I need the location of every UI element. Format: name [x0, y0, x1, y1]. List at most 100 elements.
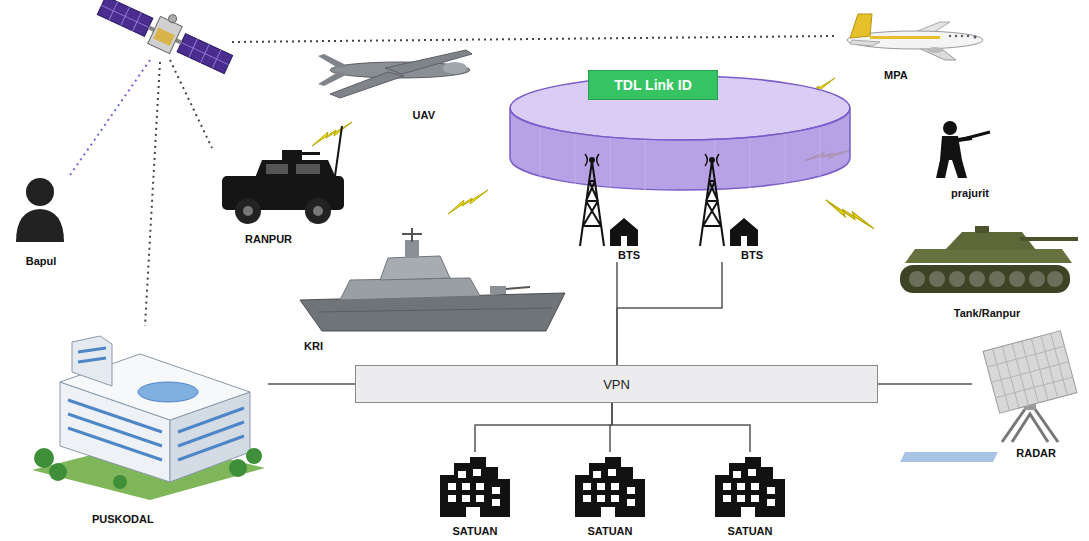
- satellite-link: [232, 36, 838, 42]
- network-connector: [617, 262, 722, 365]
- network-connector: [878, 383, 972, 385]
- satellite: [97, 0, 232, 74]
- uav-drone: [385, 50, 472, 74]
- satellite: [148, 16, 182, 53]
- illustration: [580, 154, 638, 246]
- ship-node: KRI: [298, 225, 570, 353]
- armored-vehicle: [296, 164, 320, 174]
- warship: [340, 278, 480, 300]
- uav-drone: [318, 72, 348, 86]
- soldier-icon: [958, 138, 972, 140]
- bts-node: BTS: [695, 160, 775, 262]
- tank: [909, 271, 925, 287]
- uav-drone: [318, 54, 348, 68]
- mpa-aircraft: [974, 36, 977, 39]
- armored-vehicle: [313, 206, 323, 216]
- unit-node: SATUAN: [710, 452, 790, 538]
- icon-label: SATUAN: [452, 525, 497, 538]
- command-center: [68, 414, 162, 446]
- command-center: [34, 448, 262, 489]
- warship: [490, 286, 506, 294]
- person-icon: [26, 178, 54, 206]
- icon-label: RANPUR: [245, 233, 292, 246]
- mpa-aircraft: [870, 36, 940, 39]
- mpa-aircraft: [967, 35, 969, 37]
- mpa-aircraft: [949, 35, 951, 37]
- tank: [900, 265, 1070, 293]
- armored-vehicle: [255, 160, 336, 178]
- armored-vehicle: [243, 206, 253, 216]
- tank: [969, 271, 985, 287]
- armored-vehicle: [305, 198, 331, 224]
- soldier-icon: [936, 121, 990, 178]
- command-center: [78, 358, 106, 362]
- aircraft-node: MPA: [840, 12, 990, 82]
- command-center: [34, 448, 54, 468]
- satellite-link: [145, 62, 160, 326]
- icon-label: UAV: [413, 109, 435, 122]
- illustration: [715, 457, 785, 517]
- mpa-aircraft: [955, 35, 957, 37]
- unit-node: SATUAN: [570, 452, 650, 538]
- person-icon: [16, 178, 64, 242]
- warship: [300, 293, 565, 331]
- tank: [905, 249, 1072, 263]
- network-connector: [268, 383, 355, 385]
- tank: [929, 271, 945, 287]
- tdl-ring: [510, 108, 850, 190]
- icon-label: prajurit: [951, 187, 989, 200]
- warship: [506, 287, 530, 289]
- command-center: [113, 475, 127, 489]
- command-center: [178, 422, 244, 446]
- warship: [380, 256, 450, 280]
- command-center: [178, 408, 244, 432]
- command-center: [229, 459, 247, 477]
- satellite: [97, 0, 153, 36]
- person-node: Bapul: [8, 172, 74, 268]
- tank: [909, 271, 1063, 287]
- command-center: [78, 348, 106, 352]
- radar-antenna: [983, 331, 1077, 414]
- icon-label: Tank/Ranpur: [954, 307, 1020, 320]
- box-label: TDL Link ID: [614, 77, 692, 93]
- illustration: [440, 457, 510, 517]
- armored-vehicle: [222, 126, 344, 224]
- bts-node: BTS: [572, 160, 652, 262]
- armored-vehicle: [335, 126, 342, 176]
- armored-vehicle: [300, 152, 320, 155]
- illustration: [312, 122, 352, 146]
- soldier-icon: [952, 160, 967, 178]
- illustration: [575, 457, 645, 517]
- uav-drone: [443, 62, 467, 74]
- soldier-icon: [944, 132, 990, 144]
- illustration: [448, 190, 488, 214]
- warship: [300, 228, 565, 331]
- tank: [1020, 237, 1078, 241]
- command-center: [32, 336, 265, 500]
- mpa-aircraft: [847, 14, 983, 60]
- armored-vehicle: [282, 150, 302, 160]
- mpa-aircraft: [949, 35, 977, 39]
- unit-node: SATUAN: [435, 452, 515, 538]
- armored-vehicle: [235, 198, 261, 224]
- tank: [900, 226, 1078, 293]
- tank: [1047, 271, 1063, 287]
- mpa-aircraft: [961, 35, 963, 37]
- soldier-icon: [943, 121, 957, 135]
- radar-node: RADAR: [972, 335, 1084, 460]
- satellite: [167, 13, 178, 24]
- mpa-aircraft: [850, 14, 872, 38]
- tank: [1029, 271, 1045, 287]
- soldier-icon: [936, 160, 949, 178]
- tank: [989, 271, 1005, 287]
- radar-antenna: [900, 331, 1077, 462]
- command-center: [72, 336, 112, 386]
- tank: [1009, 271, 1025, 287]
- icon-label: RADAR: [1016, 447, 1056, 460]
- illustration: [700, 154, 758, 246]
- icon-label: SATUAN: [587, 525, 632, 538]
- icon-label: BTS: [618, 249, 640, 262]
- illustration: [826, 200, 874, 229]
- command-center: [178, 436, 244, 460]
